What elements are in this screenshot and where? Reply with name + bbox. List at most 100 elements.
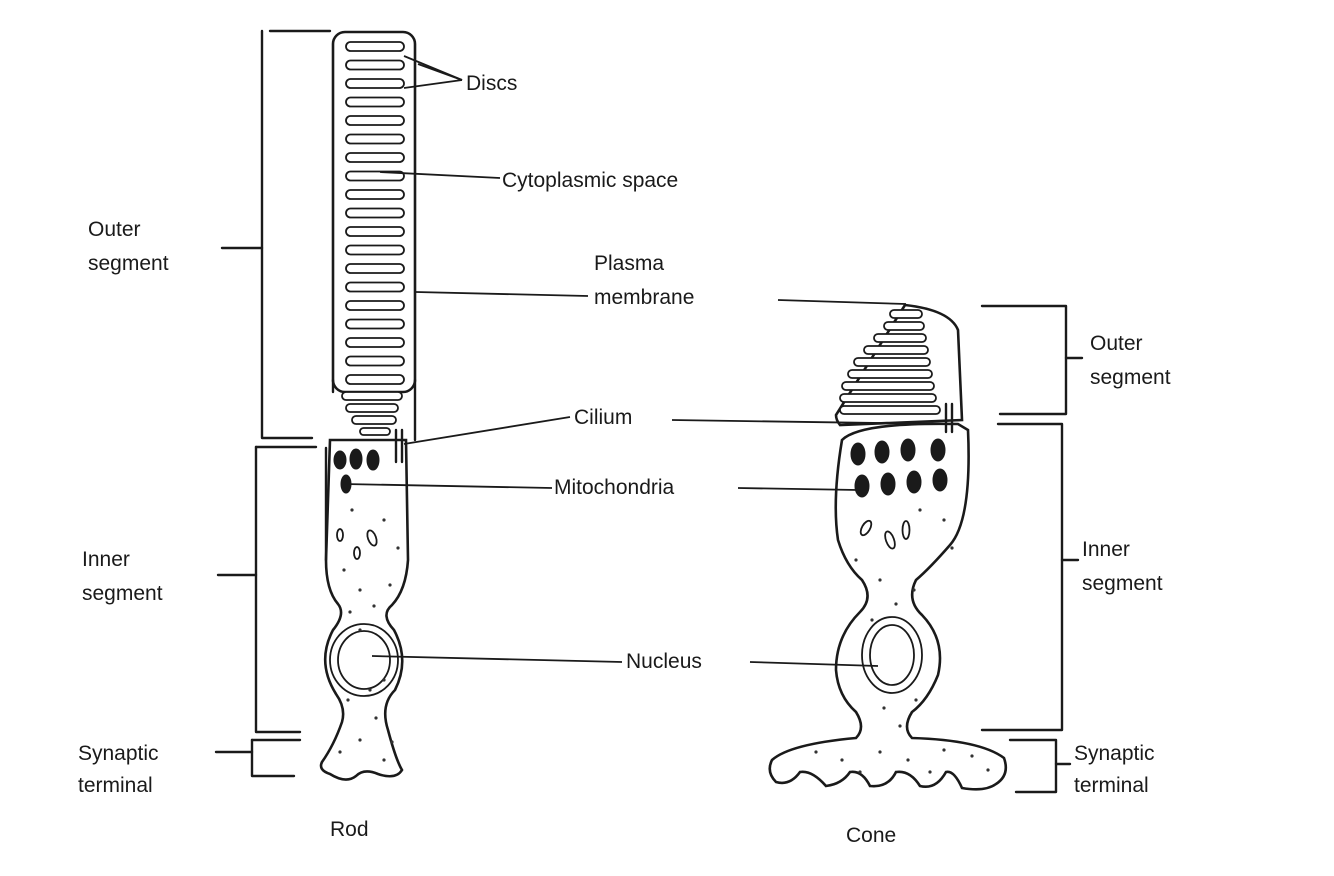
stipple-dot — [342, 568, 346, 572]
stipple-dot — [882, 706, 886, 710]
labels: Discs Cytoplasmic space Plasma membrane … — [78, 72, 1171, 847]
label-cytoplasmic-space: Cytoplasmic space — [502, 169, 678, 192]
cone-disc — [889, 309, 923, 319]
rod-disc — [345, 207, 405, 219]
cone-disc — [863, 345, 929, 355]
cone-disc — [853, 357, 931, 367]
label-cone-outer-line2: segment — [1090, 366, 1171, 389]
stipple-dot — [898, 724, 902, 728]
rod-disc — [345, 281, 405, 293]
stipple-dot — [878, 578, 882, 582]
stipple-dot — [358, 588, 362, 592]
stipple-dot — [372, 604, 376, 608]
stipple-dot — [970, 754, 974, 758]
cone-discs — [839, 309, 941, 415]
stipple-dot — [986, 768, 990, 772]
stipple-dot — [346, 698, 350, 702]
stipple-dot — [374, 716, 378, 720]
stipple-dot — [858, 770, 862, 774]
label-nucleus: Nucleus — [626, 650, 702, 673]
label-cone-outer-line1: Outer — [1090, 332, 1143, 355]
cone-disc — [841, 381, 935, 391]
rod-disc — [345, 59, 405, 71]
rod-disc — [345, 78, 405, 89]
rod-cell — [319, 30, 417, 781]
cone-disc — [839, 393, 937, 403]
rod-disc — [345, 244, 405, 256]
rod-disc — [345, 263, 405, 274]
label-plasma-membrane-line2: membrane — [594, 286, 694, 309]
label-cone-synaptic-line2: terminal — [1074, 774, 1149, 797]
stipple-dot — [338, 750, 342, 754]
label-plasma-membrane-line1: Plasma — [594, 252, 664, 275]
cone-disc — [839, 405, 941, 415]
label-rod-inner-line2: segment — [82, 582, 163, 605]
rod-disc — [345, 170, 405, 182]
stipple-dot — [870, 618, 874, 622]
stipple-dot — [950, 546, 954, 550]
stipple-dot — [382, 678, 386, 682]
stipple-dot — [388, 583, 392, 587]
stipple-dot — [840, 758, 844, 762]
stipple-dot — [396, 546, 400, 550]
label-cone-inner-line2: segment — [1082, 572, 1163, 595]
label-discs: Discs — [466, 72, 517, 95]
label-rod-outer-line1: Outer — [88, 218, 141, 241]
rod-stipple — [338, 508, 400, 762]
label-cilium: Cilium — [574, 406, 632, 429]
stipple-dot — [854, 558, 858, 562]
stipple-dot — [382, 758, 386, 762]
rod-disc — [345, 318, 405, 330]
cone-inner-segment — [768, 422, 1008, 791]
rod-disc — [345, 189, 405, 200]
rod-disc — [345, 300, 405, 311]
stipple-dot — [358, 738, 362, 742]
cone-disc — [873, 333, 927, 343]
rod-disc — [345, 374, 405, 385]
rod-disc — [345, 96, 405, 108]
rod-discs — [345, 41, 405, 385]
stipple-dot — [928, 770, 932, 774]
label-rod-inner-line1: Inner — [82, 548, 130, 571]
stipple-dot — [906, 758, 910, 762]
rod-disc — [345, 226, 405, 237]
stipple-dot — [918, 508, 922, 512]
rod-inner-segment — [319, 438, 410, 781]
rod-brackets — [214, 29, 332, 778]
leader-lines — [343, 55, 945, 667]
caption-rod: Rod — [330, 818, 369, 841]
stipple-dot — [350, 508, 354, 512]
stipple-dot — [912, 588, 916, 592]
stipple-dot — [348, 610, 352, 614]
stipple-dot — [894, 602, 898, 606]
stipple-dot — [382, 518, 386, 522]
label-mitochondria: Mitochondria — [554, 476, 675, 499]
stipple-dot — [358, 628, 362, 632]
rod-disc — [345, 355, 405, 367]
rod-disc — [345, 152, 405, 163]
rod-disc — [345, 115, 405, 126]
stipple-dot — [878, 750, 882, 754]
label-cone-synaptic-line1: Synaptic — [1074, 742, 1155, 765]
rod-disc — [345, 337, 405, 348]
rod-disc — [345, 133, 405, 145]
stipple-dot — [914, 698, 918, 702]
rod-disc — [345, 41, 405, 52]
label-cone-inner-line1: Inner — [1082, 538, 1130, 561]
stipple-dot — [390, 740, 394, 744]
cone-disc — [847, 369, 933, 379]
caption-cone: Cone — [846, 824, 896, 847]
cone-disc — [883, 321, 925, 331]
label-rod-synaptic-line2: terminal — [78, 774, 153, 797]
stipple-dot — [942, 518, 946, 522]
cone-brackets — [980, 304, 1084, 794]
stipple-dot — [942, 748, 946, 752]
stipple-dot — [814, 750, 818, 754]
cone-stipple — [814, 508, 990, 774]
cone-cell — [768, 303, 1008, 791]
stipple-dot — [368, 688, 372, 692]
label-rod-outer-line2: segment — [88, 252, 169, 275]
rod-lower-discs — [341, 391, 403, 436]
label-rod-synaptic-line1: Synaptic — [78, 742, 159, 765]
